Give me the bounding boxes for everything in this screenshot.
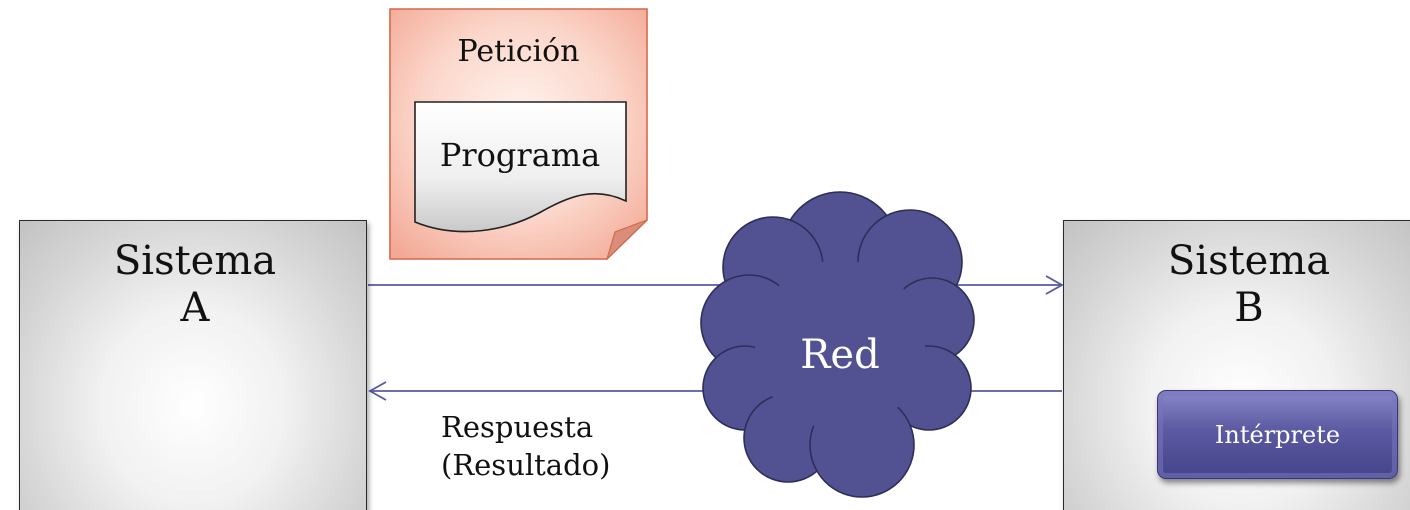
network-label: Red xyxy=(800,332,880,378)
response-label-line2: (Resultado) xyxy=(441,448,611,482)
system-b-label-line1: Sistema xyxy=(1167,238,1331,284)
program-document-shape xyxy=(414,101,627,233)
system-b-label: Sistema B xyxy=(1078,238,1410,332)
request-note-fold xyxy=(606,219,648,260)
interpreter-button: Intérprete xyxy=(1157,390,1398,479)
request-note xyxy=(389,8,648,260)
request-arrowhead xyxy=(1045,275,1064,295)
system-b-label-line2: B xyxy=(1234,285,1264,331)
system-a-label-line2: A xyxy=(180,285,210,331)
program-label: Programa xyxy=(439,136,601,174)
response-arrowhead xyxy=(368,381,387,401)
system-a-box: Sistema A xyxy=(19,220,367,510)
response-label: Respuesta (Resultado) xyxy=(441,408,610,484)
system-a-label-line1: Sistema xyxy=(113,238,277,284)
response-label-line1: Respuesta xyxy=(441,410,594,444)
request-label: Petición xyxy=(457,34,580,69)
system-a-label: Sistema A xyxy=(24,238,366,332)
